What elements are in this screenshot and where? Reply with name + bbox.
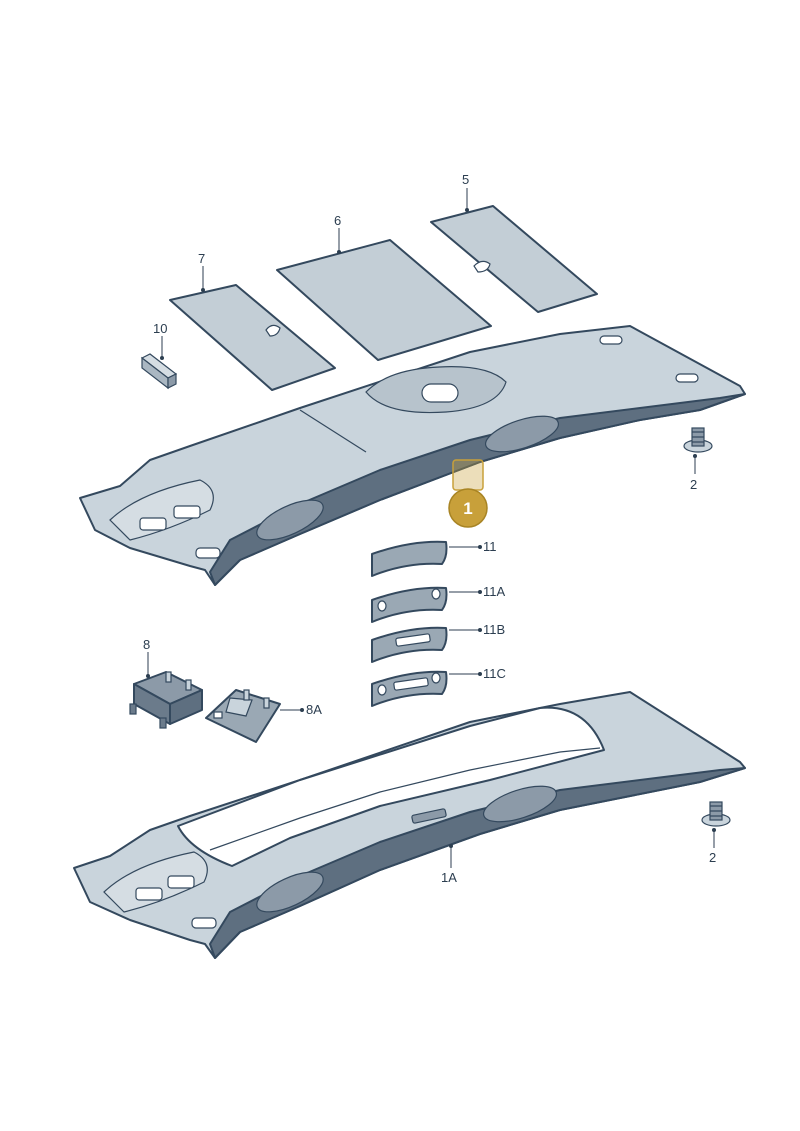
headliner-bottom bbox=[73, 691, 746, 959]
leader-lines bbox=[146, 188, 716, 868]
label-11C: 11C bbox=[483, 666, 506, 681]
handle-11C bbox=[371, 670, 448, 707]
pad-7 bbox=[169, 284, 336, 391]
label-11A: 11A bbox=[483, 584, 505, 599]
bracket-8A bbox=[205, 689, 281, 743]
label-2-bottom: 2 bbox=[709, 850, 716, 865]
label-7: 7 bbox=[198, 251, 205, 266]
bracket-8 bbox=[129, 671, 203, 729]
handle-11B bbox=[371, 626, 448, 663]
callout-number: 1 bbox=[463, 499, 472, 518]
label-11: 11 bbox=[483, 539, 497, 554]
headliner-top bbox=[79, 325, 746, 586]
label-2-top: 2 bbox=[690, 477, 697, 492]
part-10-block bbox=[140, 353, 178, 390]
pad-5 bbox=[430, 205, 598, 313]
pad-6 bbox=[276, 239, 492, 361]
label-1A: 1A bbox=[441, 870, 457, 885]
handle-11A bbox=[371, 586, 448, 623]
label-5: 5 bbox=[462, 172, 469, 187]
label-6: 6 bbox=[334, 213, 341, 228]
label-11B: 11B bbox=[483, 622, 505, 637]
label-8: 8 bbox=[143, 637, 150, 652]
handle-11 bbox=[371, 540, 448, 577]
clip-bottom bbox=[701, 801, 731, 827]
callout-highlight bbox=[452, 459, 484, 491]
label-10: 10 bbox=[153, 321, 167, 336]
label-8A: 8A bbox=[306, 702, 322, 717]
clip-top bbox=[683, 427, 713, 453]
callout-badge-1[interactable]: 1 bbox=[448, 488, 488, 528]
